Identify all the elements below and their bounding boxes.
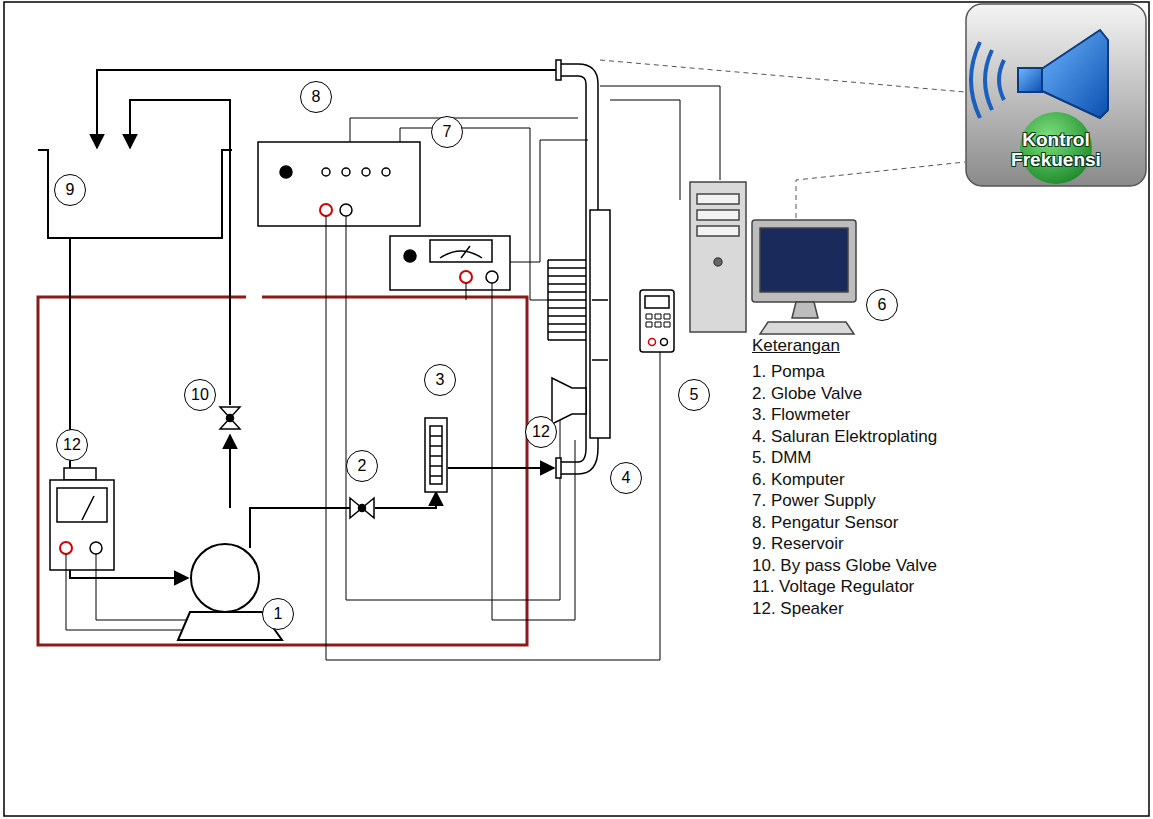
legend-item: 3. Flowmeter xyxy=(752,405,850,425)
sensor-controller xyxy=(258,118,660,660)
callout-text: 1 xyxy=(274,605,283,623)
callout-number: 6 xyxy=(866,289,898,321)
bypass-valve xyxy=(220,407,240,429)
callout-text: 10 xyxy=(191,386,209,404)
callout-text: 9 xyxy=(66,181,75,199)
callout-number: 10 xyxy=(184,379,216,411)
icon-caption: Kontrol Frekuensi xyxy=(997,127,1115,173)
voltage-regulator xyxy=(50,468,190,630)
legend-item: 2. Globe Valve xyxy=(752,384,862,404)
legend-item: 8. Pengatur Sensor xyxy=(752,513,898,533)
legend-item: 4. Saluran Elektroplating xyxy=(752,427,937,447)
piping xyxy=(70,70,556,578)
legend-item: 1. Pompa xyxy=(752,362,825,382)
frequency-control-icon xyxy=(966,4,1146,186)
callout-text: 4 xyxy=(622,469,631,487)
callout-number: 2 xyxy=(346,450,378,482)
callout-text: 3 xyxy=(436,371,445,389)
enclosure xyxy=(38,297,527,645)
dashed-link xyxy=(600,60,965,218)
legend-item: 10. By pass Globe Valve xyxy=(752,556,937,576)
legend-item: 7. Power Supply xyxy=(752,491,876,511)
callout-text: 6 xyxy=(878,296,887,314)
callout-text: 12 xyxy=(63,436,81,454)
legend-item: 5. DMM xyxy=(752,448,812,468)
callout-text: 12 xyxy=(532,423,550,441)
callout-number: 1 xyxy=(262,598,294,630)
computer xyxy=(690,182,856,334)
flowmeter xyxy=(425,418,447,492)
callout-text: 8 xyxy=(312,88,321,106)
callout-number: 5 xyxy=(678,379,710,411)
callout-number: 4 xyxy=(610,462,642,494)
power-supply xyxy=(390,140,588,620)
callout-text: 7 xyxy=(443,123,452,141)
callout-number: 12 xyxy=(525,416,557,448)
legend-item: 12. Speaker xyxy=(752,599,844,619)
legend-heading: Keterangan xyxy=(752,336,840,356)
callout-number: 7 xyxy=(431,116,463,148)
reservoir xyxy=(38,150,232,238)
frame xyxy=(4,2,1149,816)
legend-item: 11. Voltage Regulator xyxy=(752,577,914,597)
legend-item: 6. Komputer xyxy=(752,470,845,490)
callout-number: 3 xyxy=(424,364,456,396)
callout-text: 2 xyxy=(358,457,367,475)
callout-text: 5 xyxy=(690,386,699,404)
legend-item: 9. Reservoir xyxy=(752,534,844,554)
callout-number: 12 xyxy=(56,429,88,461)
icon-text: Kontrol Frekuensi xyxy=(997,130,1115,170)
callout-number: 8 xyxy=(300,81,332,113)
callout-number: 9 xyxy=(54,174,86,206)
multimeter xyxy=(640,290,674,352)
globe-valve xyxy=(350,498,374,518)
